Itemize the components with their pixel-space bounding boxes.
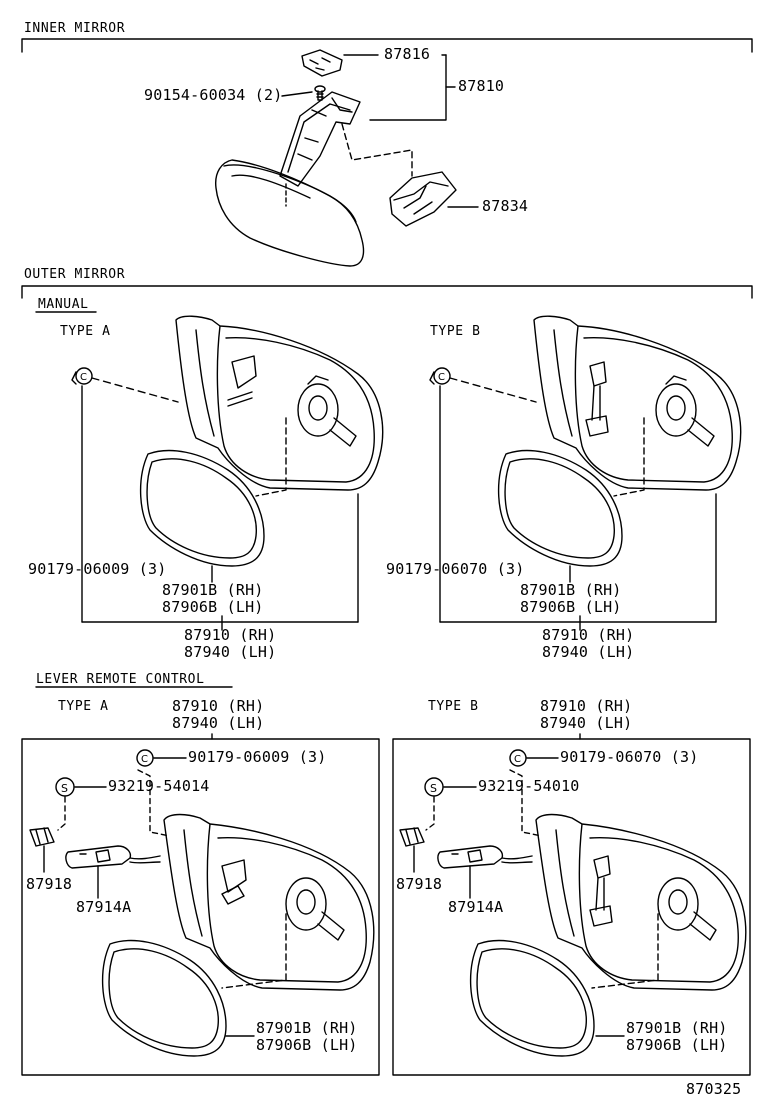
screw-c: C — [509, 749, 527, 767]
actuator — [657, 877, 699, 931]
section-title-lever-remote: LEVER REMOTE CONTROL — [36, 672, 205, 687]
actuator — [655, 383, 697, 437]
part-label-glass-lh-lever-b: 87906B (LH) — [626, 1036, 728, 1054]
part-label-knob-lever-a: 87918 — [26, 875, 73, 893]
lever-type-b-drawing: C S — [392, 733, 751, 1076]
part-label-90154-60034: 90154-60034 (2) — [144, 86, 283, 104]
part-label-assy-lh-manual-b: 87940 (LH) — [542, 643, 635, 661]
actuator — [297, 383, 339, 437]
type-label-lever-a: TYPE A — [58, 699, 109, 714]
screw-c: C — [429, 367, 451, 385]
figure-number: 870325 — [686, 1080, 742, 1098]
cover-87834 — [389, 171, 457, 227]
mirror-housing — [163, 813, 375, 991]
mirror-housing — [535, 813, 747, 991]
svg-text:S: S — [430, 782, 437, 795]
part-label-glass-lh-lever-a: 87906B (LH) — [256, 1036, 358, 1054]
lever-type-a-drawing: C S — [21, 733, 380, 1076]
part-label-87816: 87816 — [384, 45, 431, 63]
inner-mirror-bracket — [21, 38, 753, 53]
part-label-glass-rh-lever-a: 87901B (RH) — [256, 1019, 358, 1037]
part-label-glass-lh-manual-b: 87906B (LH) — [520, 598, 622, 616]
svg-text:C: C — [141, 754, 148, 765]
part-label-87810: 87810 — [458, 77, 505, 95]
snap-s: S — [55, 777, 75, 797]
part-label-glass-rh-manual-b: 87901B (RH) — [520, 581, 622, 599]
knob-87918 — [399, 827, 425, 847]
lever-87914a — [65, 845, 132, 869]
part-label-snap-lever-a: 93219-54014 — [108, 777, 210, 795]
mirror-housing — [533, 315, 742, 491]
clip-87816 — [301, 49, 343, 77]
section-title-inner-mirror: INNER MIRROR — [24, 21, 126, 36]
mirror-glass — [139, 449, 265, 567]
screw-90154 — [314, 85, 326, 101]
inner-mirror-stay — [279, 91, 361, 187]
type-label-lever-b: TYPE B — [428, 699, 479, 714]
svg-text:C: C — [514, 754, 521, 765]
mirror-glass — [497, 449, 623, 567]
mirror-glass — [469, 939, 595, 1057]
inner-mirror-drawing — [215, 49, 479, 267]
part-label-screw-lever-b: 90179-06070 (3) — [560, 748, 699, 766]
snap-s: S — [424, 777, 444, 797]
svg-text:S: S — [61, 782, 68, 795]
outer-mirror-bracket — [21, 285, 753, 299]
part-label-assy-rh-manual-a: 87910 (RH) — [184, 626, 277, 644]
mirror-glass — [101, 939, 227, 1057]
part-label-glass-rh-manual-a: 87901B (RH) — [162, 581, 264, 599]
actuator — [285, 877, 327, 931]
svg-text:C: C — [438, 372, 445, 383]
lever-87914a — [437, 845, 504, 869]
lever-type-b-frame — [392, 738, 751, 1076]
part-label-assy-rh-lever-a: 87910 (RH) — [172, 697, 265, 715]
part-label-assy-lh-lever-a: 87940 (LH) — [172, 714, 265, 732]
screw-c: C — [136, 749, 154, 767]
part-label-assy-lh-lever-b: 87940 (LH) — [540, 714, 633, 732]
part-label-lever-lever-a: 87914A — [76, 898, 132, 916]
type-label-manual-a: TYPE A — [60, 324, 111, 339]
part-label-glass-lh-manual-a: 87906B (LH) — [162, 598, 264, 616]
manual-type-a-drawing: C — [71, 315, 384, 631]
lever-type-a-frame — [21, 738, 380, 1076]
type-label-manual-b: TYPE B — [430, 324, 481, 339]
part-label-assy-rh-lever-b: 87910 (RH) — [540, 697, 633, 715]
part-label-assy-rh-manual-b: 87910 (RH) — [542, 626, 635, 644]
mirror-housing — [175, 315, 384, 491]
part-label-assy-lh-manual-a: 87940 (LH) — [184, 643, 277, 661]
section-title-manual: MANUAL — [38, 297, 89, 312]
svg-text:C: C — [80, 372, 87, 383]
part-label-lever-lever-b: 87914A — [448, 898, 504, 916]
part-label-screw-lever-a: 90179-06009 (3) — [188, 748, 327, 766]
part-label-snap-lever-b: 93219-54010 — [478, 777, 580, 795]
part-label-knob-lever-b: 87918 — [396, 875, 443, 893]
part-label-screw-manual-b: 90179-06070 (3) — [386, 560, 525, 578]
knob-87918 — [29, 827, 55, 847]
part-label-glass-rh-lever-b: 87901B (RH) — [626, 1019, 728, 1037]
manual-type-b-drawing: C — [429, 315, 742, 631]
screw-c: C — [71, 367, 93, 385]
part-label-screw-manual-a: 90179-06009 (3) — [28, 560, 167, 578]
part-label-87834: 87834 — [482, 197, 529, 215]
section-title-outer-mirror: OUTER MIRROR — [24, 267, 126, 282]
